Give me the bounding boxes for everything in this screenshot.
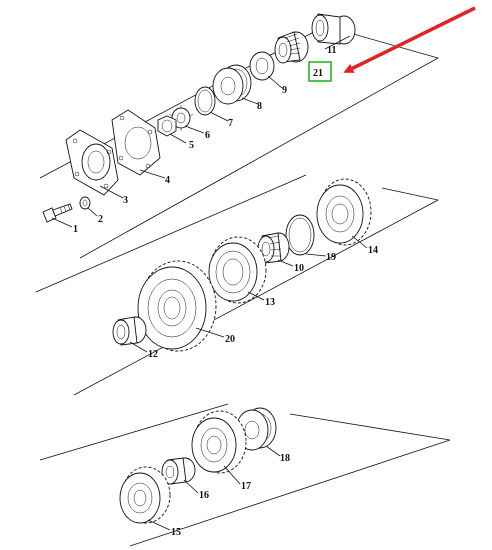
part-10-needle-bearing [257,232,290,264]
callout-11: 11 [327,45,336,56]
part-12-bushing [112,316,147,346]
callout-6: 6 [205,130,210,141]
part-1-bolt [42,203,73,223]
callout-14: 14 [368,245,378,256]
callout-13: 13 [265,297,275,308]
part-19-ring [285,214,315,256]
part-21-needle-bearing [274,31,309,64]
callout-3: 3 [123,195,128,206]
part-17-gear [191,410,247,474]
leader-lines [51,35,368,531]
callout-labels: 11 9 8 7 6 5 4 3 2 1 14 19 10 13 20 12 1… [73,45,378,538]
part-2-washer [79,196,91,210]
part-20-large-gear [137,260,217,352]
callout-19: 19 [326,252,336,263]
callout-10: 10 [294,263,304,274]
callout-12: 12 [148,349,158,360]
part-15-gear [119,466,171,524]
assembly-outline-bottom [39,403,451,547]
callout-8: 8 [257,101,262,112]
callout-4: 4 [165,175,170,186]
part-13-synchro-gear [208,236,267,304]
callout-21: 21 [313,68,323,79]
callout-18: 18 [280,453,290,464]
callout-15: 15 [171,527,181,538]
callout-20: 20 [225,334,235,345]
callout-5: 5 [189,140,194,151]
part-16-bushing [161,457,196,485]
part-11-bushing [311,13,356,45]
highlight-callout-21: 21 [308,61,332,82]
part-14-gear [316,178,372,246]
callout-17: 17 [241,481,251,492]
part-9-ring [249,51,275,81]
callout-9: 9 [282,85,287,96]
part-5-nut [157,115,177,137]
callout-7: 7 [228,118,233,129]
callout-1: 1 [73,224,78,235]
callout-2: 2 [98,214,103,225]
part-8-ball-bearing [212,64,252,105]
highlight-arrow [343,6,476,73]
part-7-snap-ring [194,86,216,116]
part-3-cover [65,129,119,196]
callout-16: 16 [199,490,209,501]
part-6-lock-washer [168,105,194,131]
part-4-gasket [111,109,161,176]
